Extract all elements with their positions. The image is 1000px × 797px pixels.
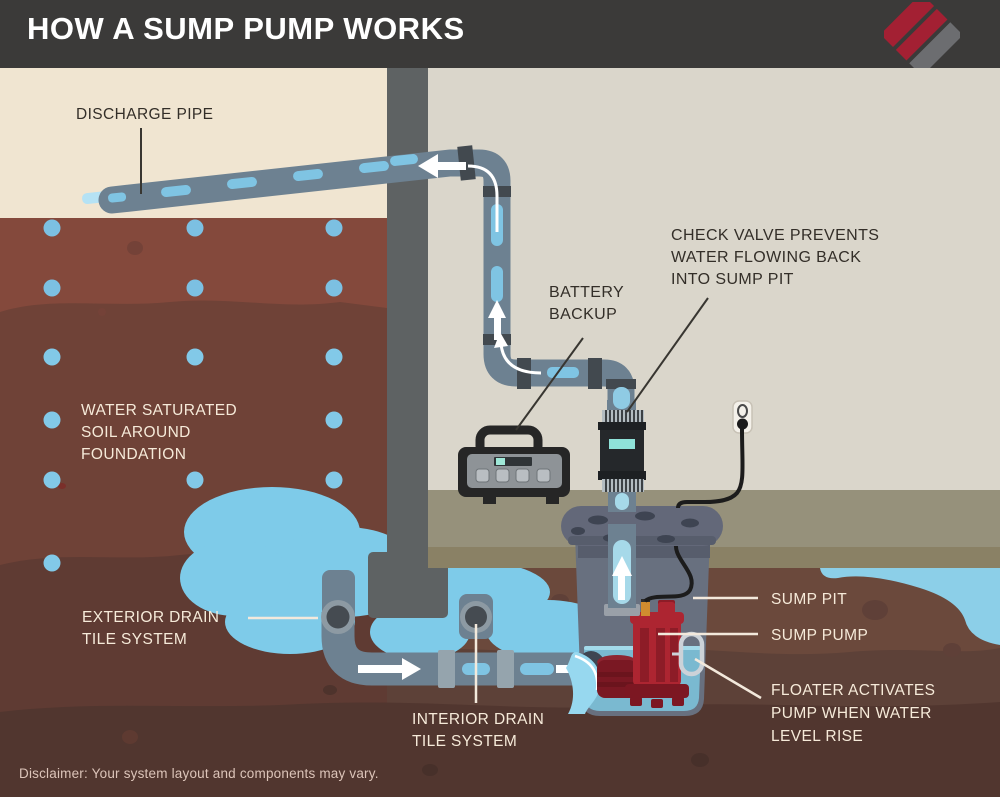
battery-backup <box>458 425 570 504</box>
soil-bottom-layer <box>0 702 1000 797</box>
check-valve-window <box>609 439 635 449</box>
diamond-stripes-logo <box>884 2 960 68</box>
foundation-wall <box>387 68 428 560</box>
label-sump-pit: SUMP PIT <box>771 591 848 608</box>
label-exterior-drain: EXTERIOR DRAIN TILE SYSTEM <box>82 609 220 648</box>
label-battery-backup: BATTERY BACKUP <box>549 284 625 323</box>
foundation-footing <box>368 552 448 618</box>
flow-arrow-right-icon <box>358 665 402 673</box>
power-outlet <box>732 400 753 434</box>
groundwater-dots <box>43 219 343 572</box>
label-water-saturated-soil: WATER SATURATED SOIL AROUND FOUNDATION <box>81 402 238 463</box>
flow-arrow-up-icon <box>488 300 506 318</box>
label-check-valve: CHECK VALVE PREVENTS WATER FLOWING BACK … <box>671 227 880 288</box>
label-discharge-pipe: DISCHARGE PIPE <box>76 106 214 123</box>
flow-arrow-up-icon <box>612 556 632 576</box>
power-cord <box>676 428 745 509</box>
flow-arrow-left-icon <box>418 154 438 178</box>
pump-cord-inside <box>643 539 694 603</box>
discharge-pipe <box>98 149 635 434</box>
header-bar: HOW A SUMP PUMP WORKS <box>0 0 1000 68</box>
leader-lines <box>140 128 762 703</box>
label-sump-pump: SUMP PUMP <box>771 627 869 644</box>
pump-cord-connector <box>641 602 650 616</box>
groundwater-puddle-right <box>820 568 1000 645</box>
label-interior-drain: INTERIOR DRAIN TILE SYSTEM <box>412 711 545 750</box>
disclaimer-text: Disclaimer: Your system layout and compo… <box>19 766 379 781</box>
plug-icon <box>737 418 748 430</box>
label-floater: FLOATER ACTIVATES PUMP WHEN WATER LEVEL … <box>771 682 936 745</box>
basement-floor-edge <box>428 547 1000 568</box>
page-title: HOW A SUMP PUMP WORKS <box>27 11 465 46</box>
soil-speckles <box>58 241 961 776</box>
pit-lid <box>561 506 723 546</box>
flow-arrows-main <box>418 154 542 375</box>
pit-discharge-pipe <box>604 524 640 616</box>
